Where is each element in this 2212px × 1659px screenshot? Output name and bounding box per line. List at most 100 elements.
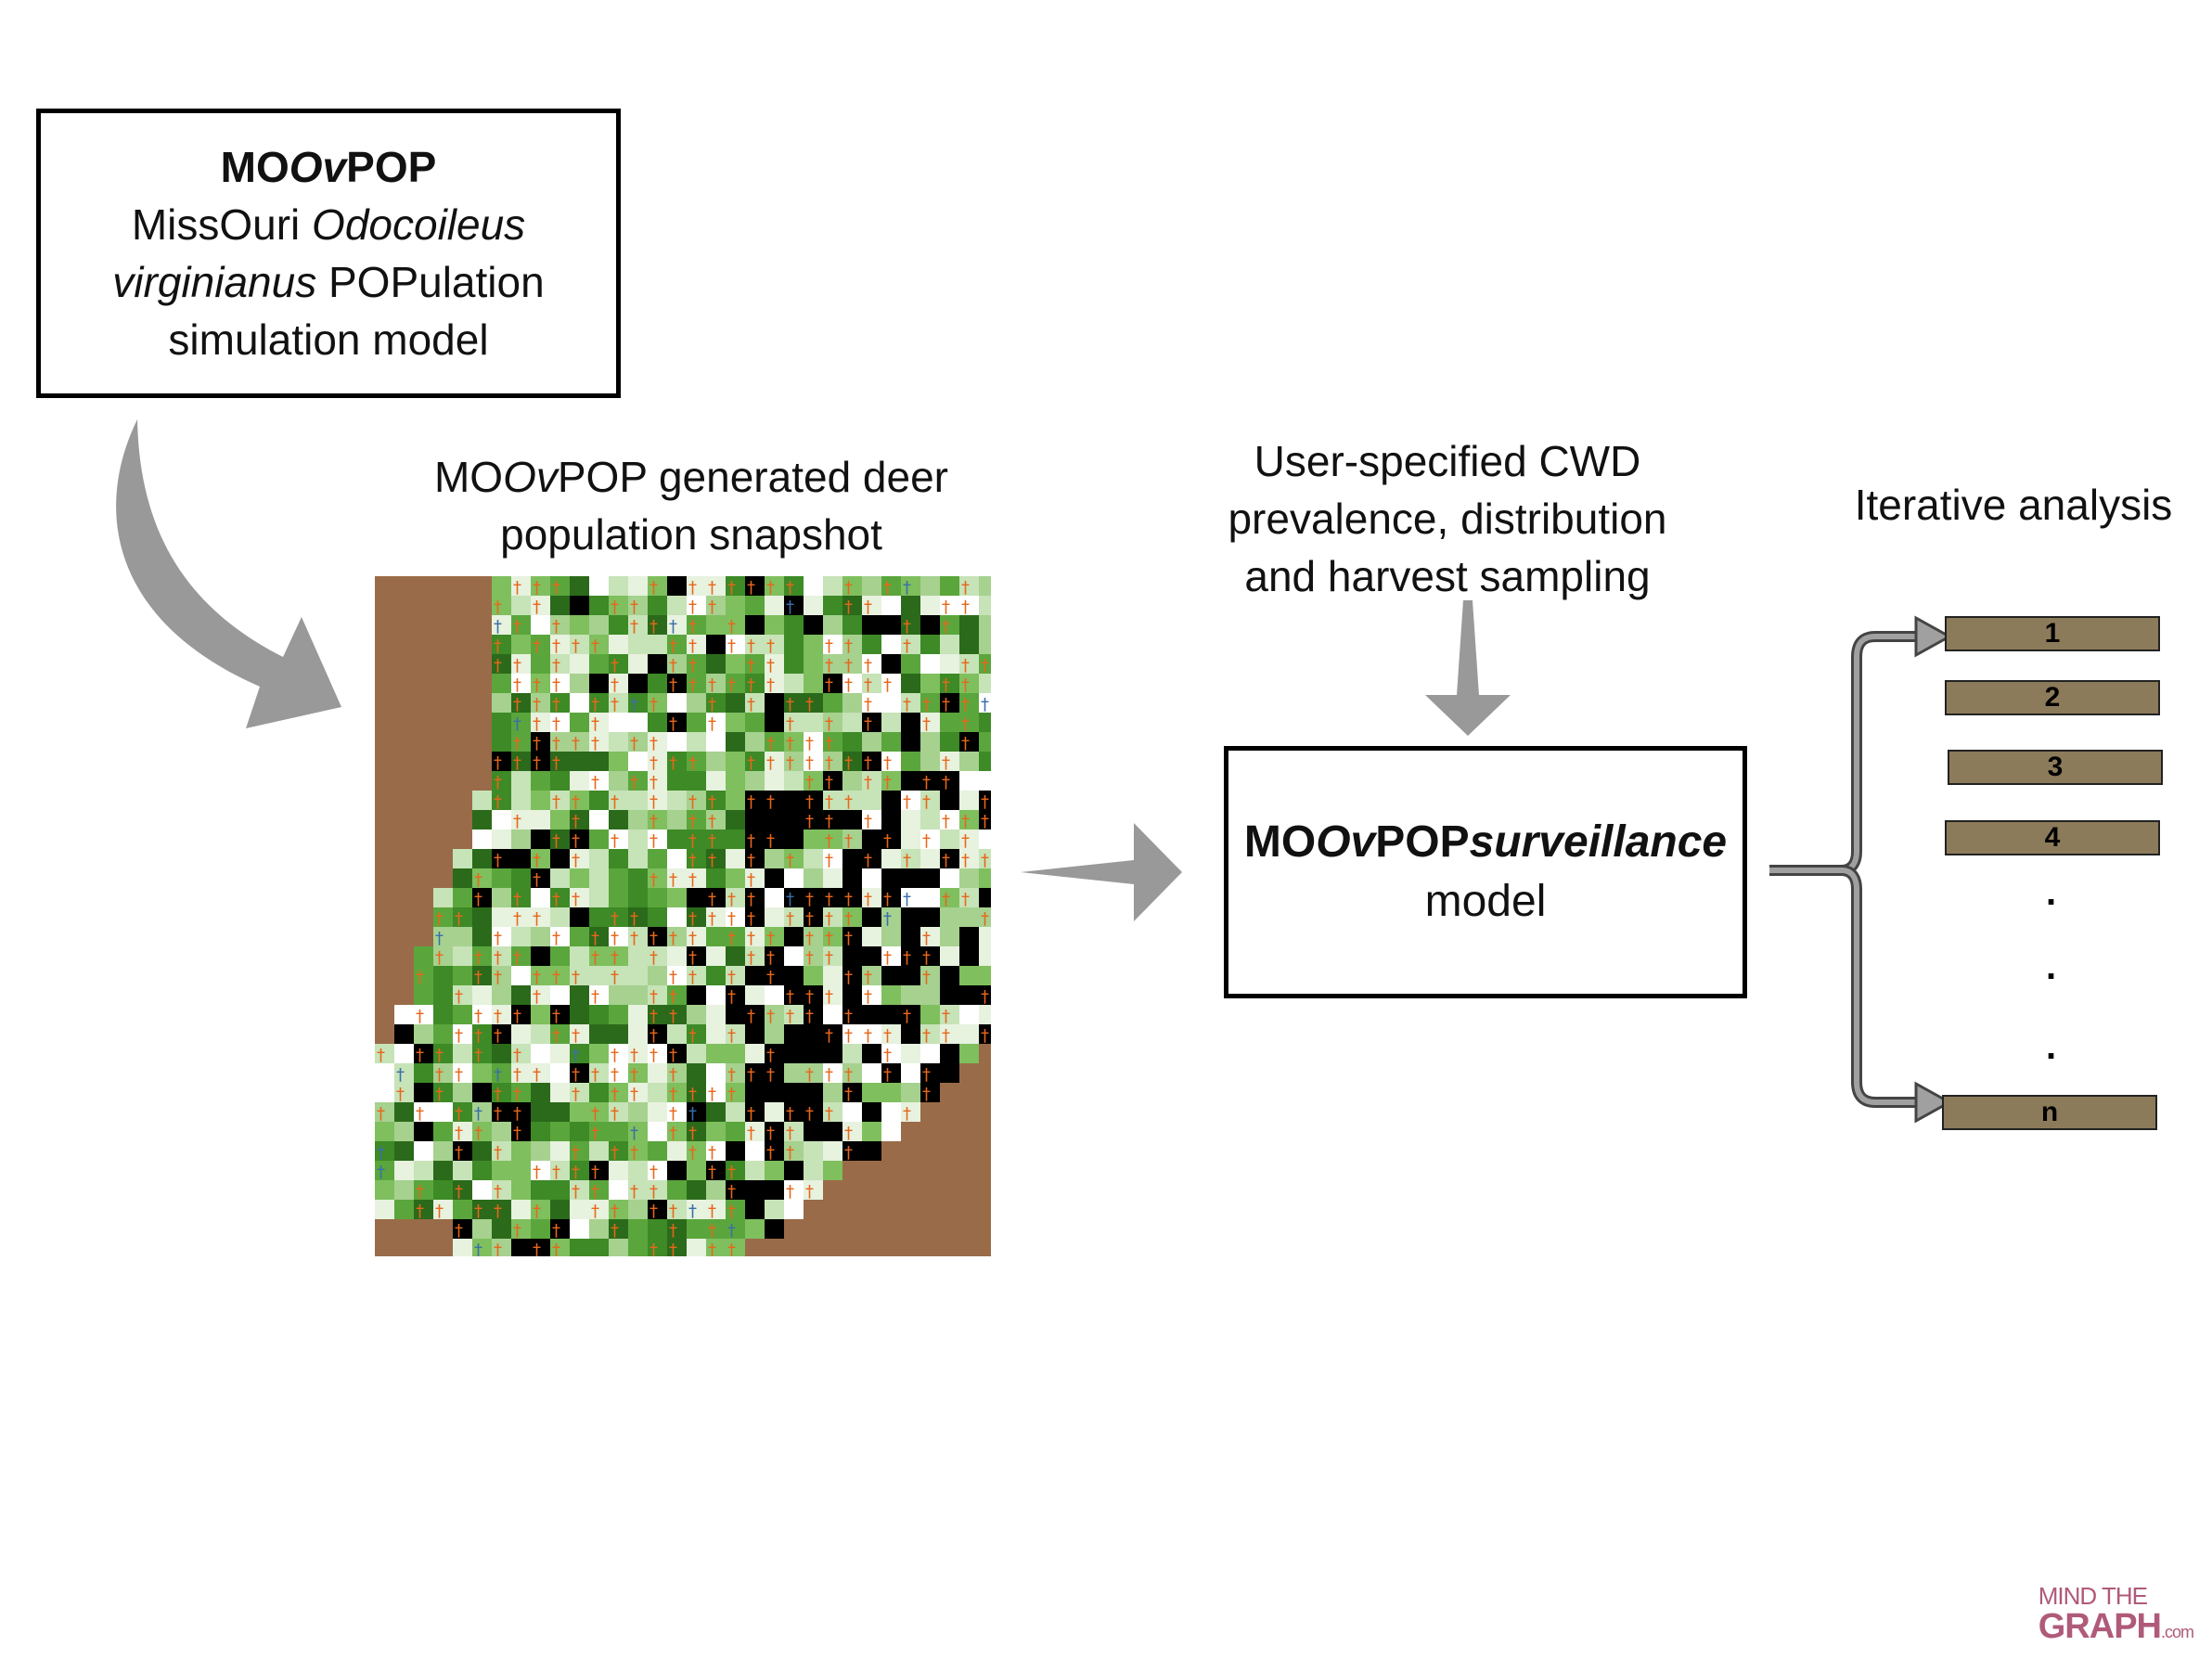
deer-icon: † [630,1124,638,1143]
map-cell [959,596,979,615]
deer-icon: † [825,1104,833,1124]
map-cell [959,635,979,654]
map-cell [648,674,667,693]
map-cell [511,1200,531,1219]
deer-icon: † [513,1007,521,1026]
map-cell [687,1102,706,1122]
deer-icon: † [786,578,794,598]
map-cell [940,635,959,654]
map-cell [550,1161,570,1180]
map-cell [979,1005,998,1024]
map-cell [804,985,823,1005]
deer-icon: † [883,753,892,773]
map-cell [823,1161,842,1180]
map-cell [453,1063,472,1083]
map-cell [511,927,531,946]
deer-icon: † [727,968,736,987]
deer-icon: † [942,812,950,831]
deer-icon: † [688,637,697,656]
deer-icon: † [805,948,814,968]
deer-icon: † [883,909,892,929]
map-cell [453,849,472,868]
map-cell [531,1122,550,1141]
deer-icon: † [766,1124,775,1143]
deer-icon: † [903,637,911,656]
map-cell [511,771,531,791]
deer-icon: † [494,1143,502,1163]
deer-icon: † [942,851,950,870]
map-cell [511,713,531,732]
deer-icon: † [708,1085,716,1104]
map-cell [570,635,589,654]
map-cell [492,576,511,596]
map-cell [472,985,492,1005]
map-cell [648,791,667,810]
map-cell [687,752,706,771]
deer-icon: † [572,1046,580,1065]
deer-icon: † [474,1202,482,1221]
deer-icon: † [552,792,560,812]
map-cell [511,888,531,907]
deer-icon: † [786,1124,794,1143]
map-cell [511,810,531,830]
deer-icon: † [533,968,541,987]
map-cell [648,1024,667,1044]
deer-icon: † [942,598,950,617]
deer-icon: † [766,1065,775,1085]
deer-icon: † [552,1241,560,1256]
map-cell [901,810,920,830]
deer-icon: † [455,1124,463,1143]
map-cell [511,732,531,752]
deer-icon: † [533,753,541,773]
map-cell [589,1063,609,1083]
map-cell [726,907,745,927]
map-cell [414,1083,433,1102]
map-cell [920,907,940,927]
map-cell [940,907,959,927]
map-cell [940,791,959,810]
deer-icon: † [513,714,521,734]
map-cell [648,849,667,868]
map-cell [842,966,862,985]
map-cell [959,810,979,830]
deer-icon: † [552,929,560,948]
map-cell [940,1005,959,1024]
deer-icon: † [591,1065,599,1085]
map-cell [784,810,804,830]
deer-icon: † [572,1182,580,1202]
map-cell [804,791,823,810]
map-cell [745,966,765,985]
deer-icon: † [922,714,931,734]
map-cell [648,1219,667,1239]
map-cell [667,1200,687,1219]
deer-icon: † [708,1221,716,1241]
deer-icon: † [630,1182,638,1202]
map-cell [570,907,589,927]
map-cell [726,1219,745,1239]
map-cell [862,771,881,791]
map-cell [511,1044,531,1063]
map-cell [453,1005,472,1024]
map-cell [492,1180,511,1200]
map-cell [453,1219,472,1239]
map-cell [394,1044,414,1063]
map-cell [492,1239,511,1258]
deer-icon: † [649,734,658,753]
deer-icon: † [494,1202,502,1221]
deer-icon: † [825,929,833,948]
map-cell [453,927,472,946]
deer-icon: † [864,987,872,1007]
deer-icon: † [825,675,833,695]
map-cell [823,1005,842,1024]
map-cell [472,1122,492,1141]
deer-icon: † [766,948,775,968]
map-cell [609,693,628,713]
ellipsis-dot: . [2046,872,2057,913]
map-cell [433,1122,453,1141]
map-cell [589,771,609,791]
deer-icon: † [455,1182,463,1202]
map-cell [881,674,901,693]
map-cell [550,791,570,810]
map-cell [667,752,687,771]
map-cell [667,868,687,888]
